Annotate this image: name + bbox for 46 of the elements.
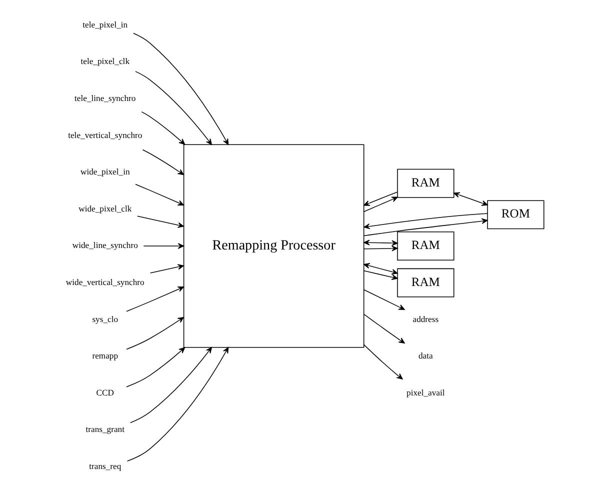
arrow bbox=[363, 246, 398, 252]
arrow bbox=[126, 347, 185, 388]
arrow bbox=[149, 264, 184, 274]
arrow bbox=[140, 111, 185, 145]
node-text: sys_clo bbox=[92, 314, 118, 324]
arrow bbox=[142, 149, 184, 176]
arrow bbox=[363, 314, 404, 344]
node-text: CCD bbox=[96, 387, 114, 398]
arrow bbox=[363, 192, 398, 206]
arrow bbox=[126, 286, 184, 312]
node-box: RAM bbox=[396, 168, 454, 198]
node-text: remapp bbox=[92, 350, 118, 361]
arrow bbox=[363, 270, 398, 280]
node-box: RAM bbox=[396, 268, 454, 298]
node-text: pixel_avail bbox=[406, 387, 444, 398]
arrow bbox=[136, 216, 184, 228]
arrow bbox=[126, 347, 228, 462]
node-text: tele_pixel_in bbox=[82, 19, 128, 30]
node-text: trans_req bbox=[88, 460, 121, 471]
arrow bbox=[134, 71, 212, 145]
node-text: wide_pixel_in bbox=[80, 166, 130, 177]
arrow bbox=[363, 262, 398, 275]
arrow bbox=[363, 289, 404, 310]
arrow bbox=[363, 218, 488, 236]
arrow bbox=[363, 196, 398, 212]
node-box: ROM bbox=[486, 200, 544, 230]
arrow bbox=[134, 184, 184, 206]
arrow bbox=[363, 344, 402, 380]
arrow bbox=[453, 192, 488, 206]
node-text: wide_line_synchro bbox=[72, 240, 138, 250]
node-text: wide_vertical_synchro bbox=[65, 276, 144, 287]
arrow bbox=[130, 347, 212, 424]
arrow bbox=[363, 240, 398, 246]
node-text: tele_pixel_clk bbox=[80, 56, 130, 66]
node-text: tele_line_synchro bbox=[74, 93, 136, 104]
node-text: address bbox=[412, 314, 438, 324]
node-text: tele_vertical_synchro bbox=[68, 130, 142, 140]
node-box: RAM bbox=[396, 232, 454, 260]
arrow bbox=[142, 243, 184, 249]
arrow bbox=[132, 32, 228, 145]
arrow bbox=[126, 316, 184, 350]
arrow bbox=[363, 213, 488, 230]
node-text: data bbox=[418, 350, 432, 361]
node-text: trans_grant bbox=[85, 424, 124, 434]
node-text: wide_pixel_clk bbox=[78, 203, 132, 214]
node-box: Remapping Processor bbox=[182, 144, 364, 348]
